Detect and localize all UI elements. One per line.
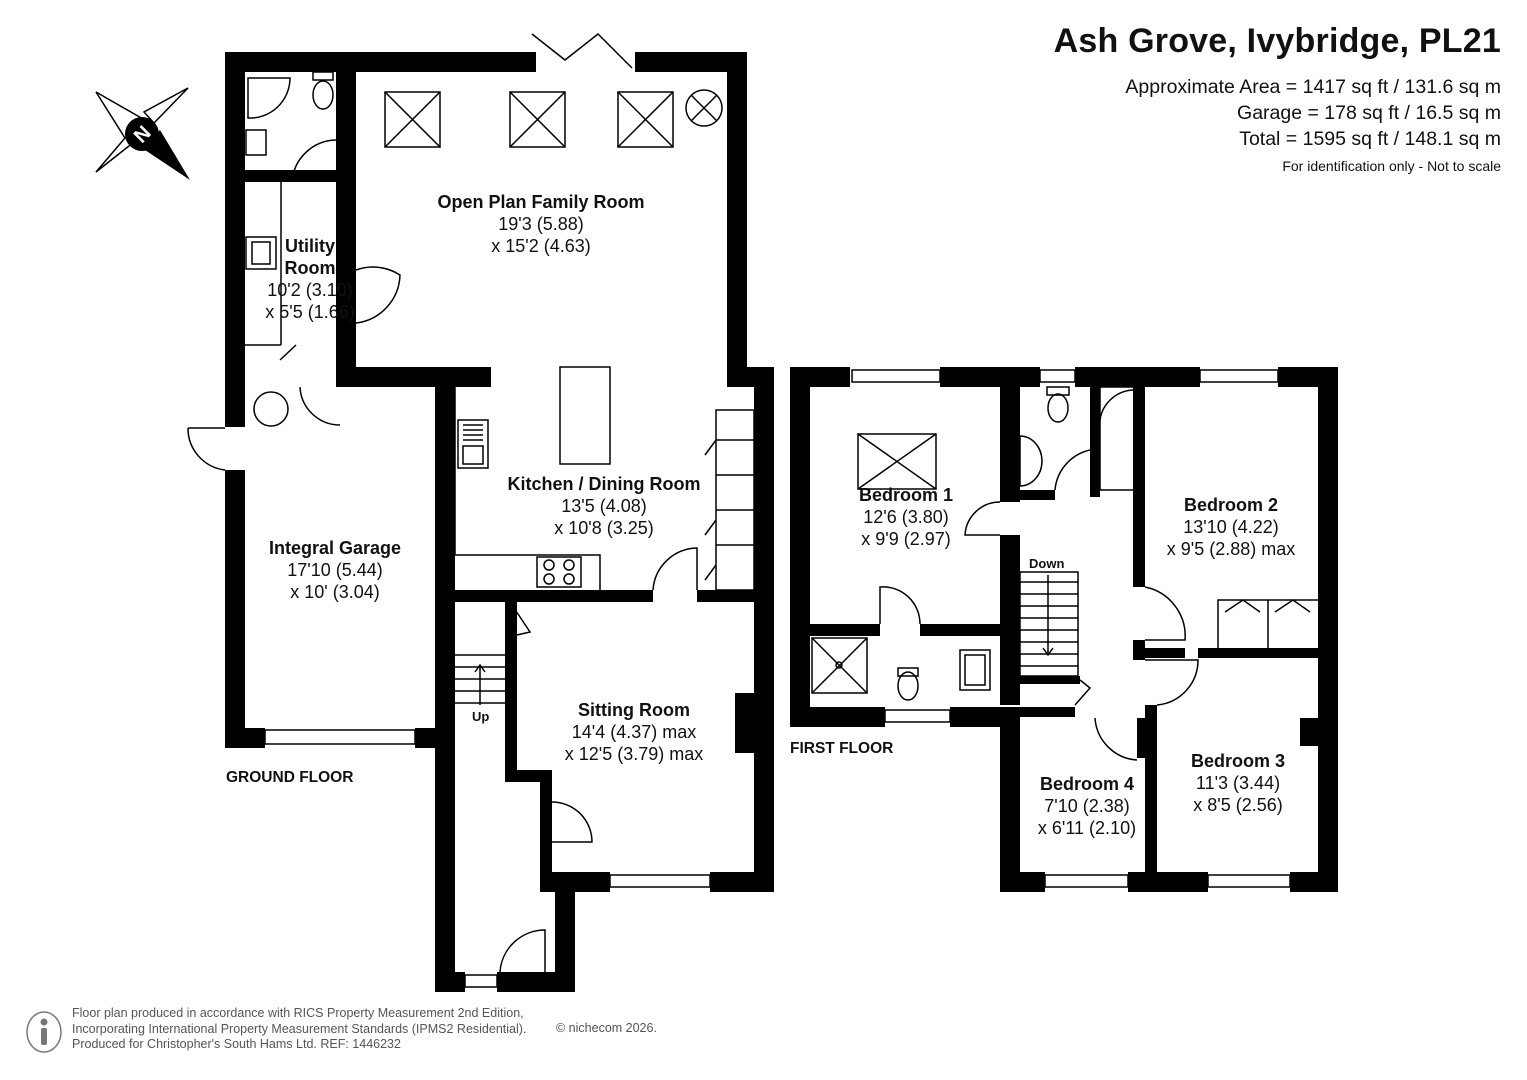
room-label-bed2: Bedroom 2 13'10 (4.22) x 9'5 (2.88) max — [1167, 494, 1296, 560]
footer-line: Floor plan produced in accordance with R… — [72, 1006, 524, 1020]
room-dim: 12'6 (3.80) — [863, 507, 949, 527]
room-dim: x 9'5 (2.88) max — [1166, 539, 1296, 559]
room-dim: 14'4 (4.37) max — [571, 722, 697, 742]
room-dim: 13'10 (4.22) — [1183, 517, 1279, 537]
room-dim: x 6'11 (2.10) — [1037, 818, 1137, 838]
room-name: Integral Garage — [268, 538, 402, 558]
room-dim: 11'3 (3.44) — [1195, 773, 1281, 793]
approx-area: Approximate Area = 1417 sq ft / 131.6 sq… — [1125, 76, 1501, 98]
walls — [225, 52, 1338, 992]
room-dim: x 12'5 (3.79) max — [564, 744, 704, 764]
page-title: Ash Grove, Ivybridge, PL21 — [1053, 22, 1501, 60]
floor-label-first: FIRST FLOOR — [790, 740, 894, 757]
room-label-sitting: Sitting Room 14'4 (4.37) max x 12'5 (3.7… — [565, 699, 704, 765]
room-name: Bedroom 3 — [1190, 751, 1286, 771]
room-dim: x 8'5 (2.56) — [1193, 795, 1283, 815]
room-dim: x 10' (3.04) — [290, 582, 380, 602]
room-name: Kitchen / Dining Room — [507, 474, 701, 494]
room-name: Bedroom 1 — [858, 485, 954, 505]
floor-label-ground: GROUND FLOOR — [226, 769, 354, 786]
room-label-garage: Integral Garage 17'10 (5.44) x 10' (3.04… — [269, 537, 401, 603]
room-dim: 10'2 (3.10) — [267, 280, 353, 300]
room-dim: x 10'8 (3.25) — [554, 518, 654, 538]
copyright: © nichecom 2026. — [556, 1021, 657, 1035]
room-dim: 19'3 (5.88) — [498, 214, 584, 234]
garage-area: Garage = 178 sq ft / 16.5 sq m — [1237, 102, 1501, 124]
scale-note: For identification only - Not to scale — [1282, 158, 1501, 174]
person-logo-icon — [26, 1011, 62, 1053]
room-dim: x 15'2 (4.63) — [491, 236, 591, 256]
room-name: Room — [284, 258, 336, 278]
footer-line: Incorporating International Property Mea… — [72, 1021, 527, 1036]
room-name: Open Plan Family Room — [437, 192, 645, 212]
room-label-utility: Utility Room 10'2 (3.10) x 5'5 (1.66) — [265, 235, 354, 323]
room-dim: 13'5 (4.08) — [561, 496, 647, 516]
room-name: Bedroom 2 — [1183, 495, 1279, 515]
room-label-bed1: Bedroom 1 12'6 (3.80) x 9'9 (2.97) — [859, 484, 953, 550]
room-name: Utility — [284, 236, 336, 256]
room-label-bed3: Bedroom 3 11'3 (3.44) x 8'5 (2.56) — [1191, 750, 1285, 816]
footer-line: Produced for Christopher's South Hams Lt… — [72, 1037, 401, 1051]
room-label-kitchen: Kitchen / Dining Room 13'5 (4.08) x 10'8… — [508, 473, 701, 539]
room-dim: x 9'9 (2.97) — [861, 529, 951, 549]
stairs-down-label: Down — [1029, 556, 1065, 571]
room-dim: 7'10 (2.38) — [1044, 796, 1130, 816]
total-area: Total = 1595 sq ft / 148.1 sq m — [1239, 128, 1501, 150]
fixtures — [187, 32, 1318, 988]
room-label-family: Open Plan Family Room 19'3 (5.88) x 15'2… — [437, 191, 644, 257]
room-name: Sitting Room — [578, 700, 690, 720]
room-name: Bedroom 4 — [1039, 774, 1135, 794]
room-dim: x 5'5 (1.66) — [265, 302, 355, 322]
stairs-up-label: Up — [472, 709, 490, 724]
compass-rose-icon — [95, 87, 190, 180]
room-dim: 17'10 (5.44) — [287, 560, 383, 580]
footer-text: Floor plan produced in accordance with R… — [72, 1006, 526, 1053]
room-label-bed4: Bedroom 4 7'10 (2.38) x 6'11 (2.10) — [1038, 773, 1136, 839]
